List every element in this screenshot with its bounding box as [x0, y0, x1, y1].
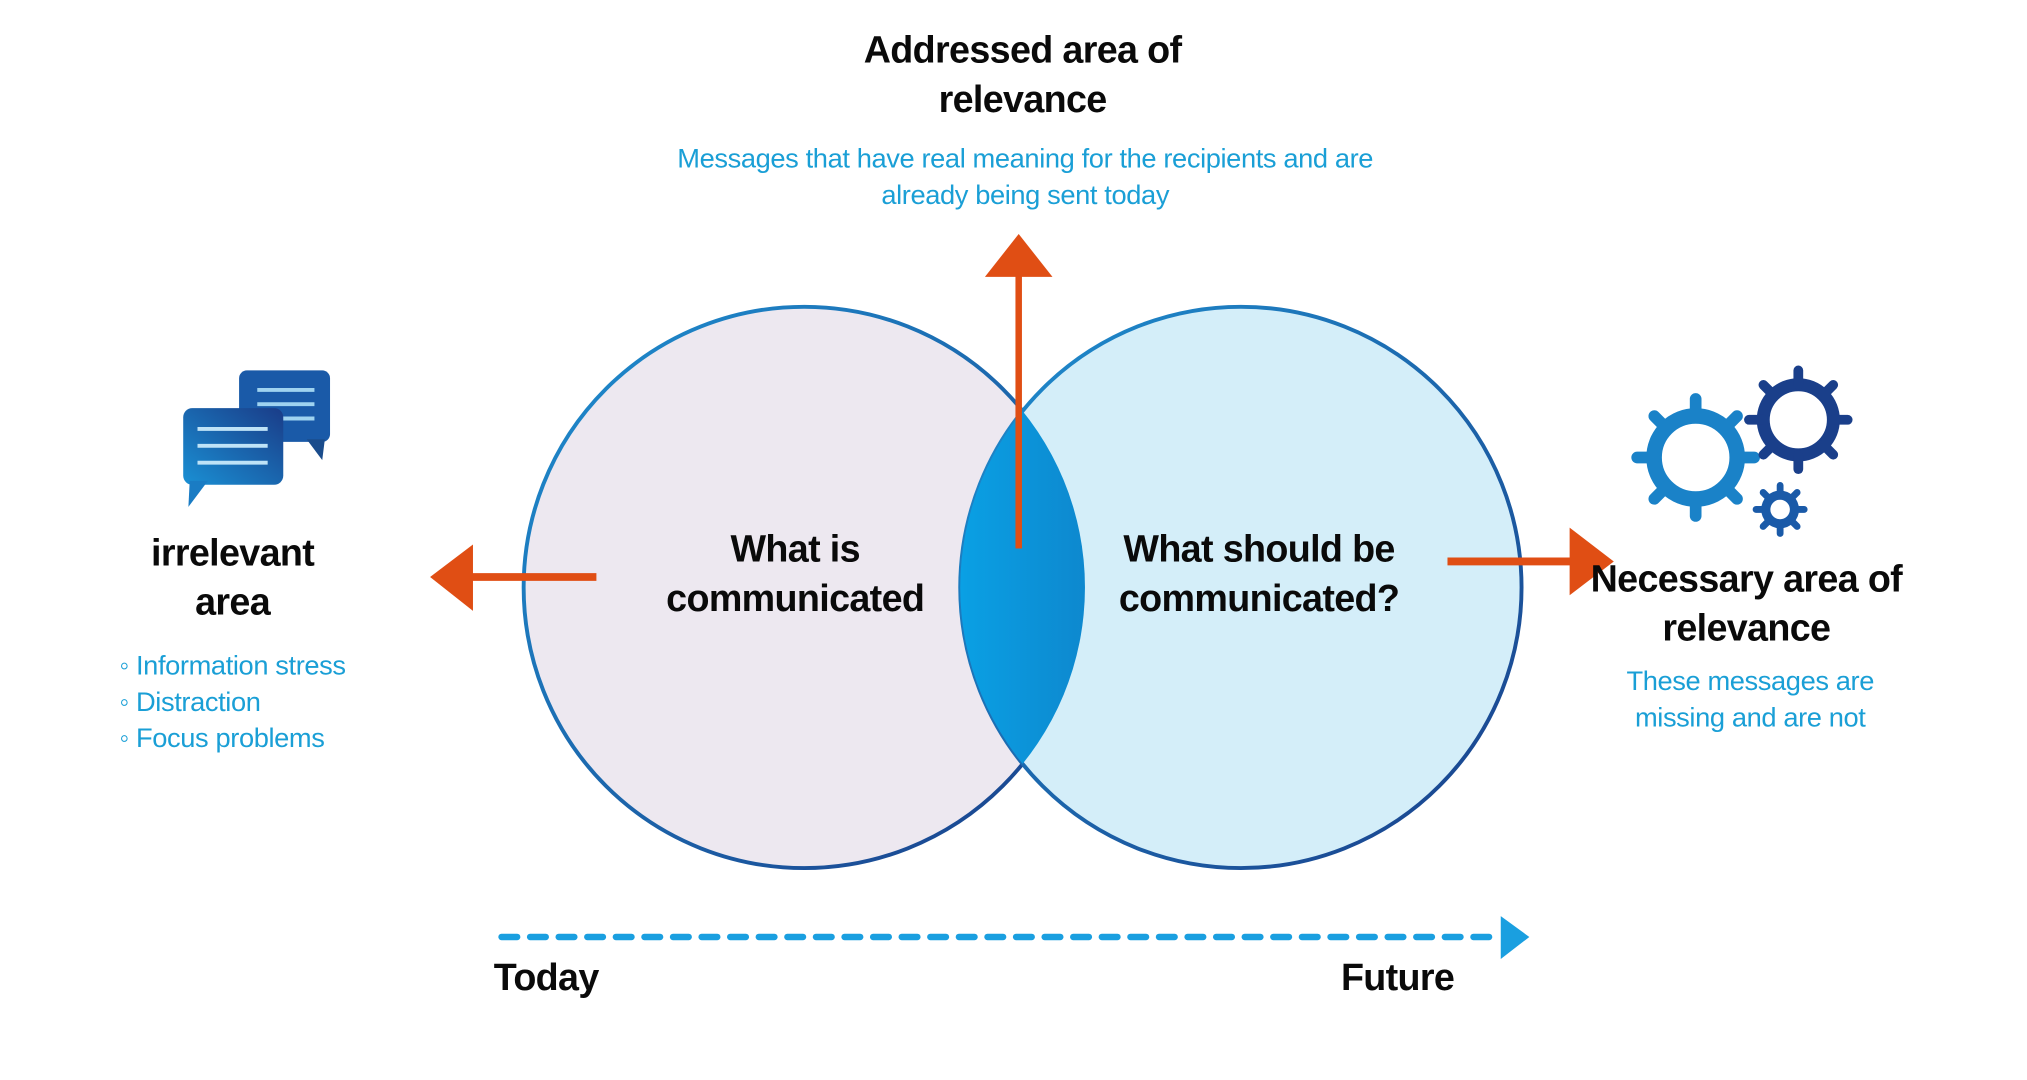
- timeline-end-label: Future: [1341, 956, 1454, 998]
- left-bullet: ◦ Focus problems: [120, 722, 325, 753]
- timeline-arrow: [498, 916, 1530, 960]
- timeline-start-label: Today: [494, 956, 600, 998]
- gears-icon: [1631, 365, 1853, 537]
- top-title: Addressed area of: [864, 28, 1183, 70]
- up-arrow: [984, 234, 1053, 549]
- left-bullet: ◦ Information stress: [120, 649, 346, 680]
- top-description: Messages that have real meaning for the …: [677, 143, 1373, 174]
- right-circle-label: What should be: [1123, 527, 1394, 569]
- left-bullet: ◦ Distraction: [120, 686, 261, 717]
- left-title: area: [195, 581, 272, 623]
- right-description: These messages are: [1626, 665, 1874, 696]
- top-description: already being sent today: [881, 179, 1170, 210]
- left-title: irrelevant: [151, 531, 315, 573]
- right-description: missing and are not: [1635, 701, 1866, 732]
- right-circle-label: communicated?: [1119, 577, 1399, 619]
- left-circle-label: What is: [731, 527, 860, 569]
- left-arrow: [430, 544, 597, 611]
- left-circle-label: communicated: [666, 577, 924, 619]
- right-arrow: [1447, 527, 1614, 596]
- top-title: relevance: [939, 78, 1107, 120]
- chat-bubbles-icon: [183, 370, 331, 507]
- right-title: relevance: [1662, 607, 1830, 649]
- right-title: Necessary area of: [1591, 557, 1904, 599]
